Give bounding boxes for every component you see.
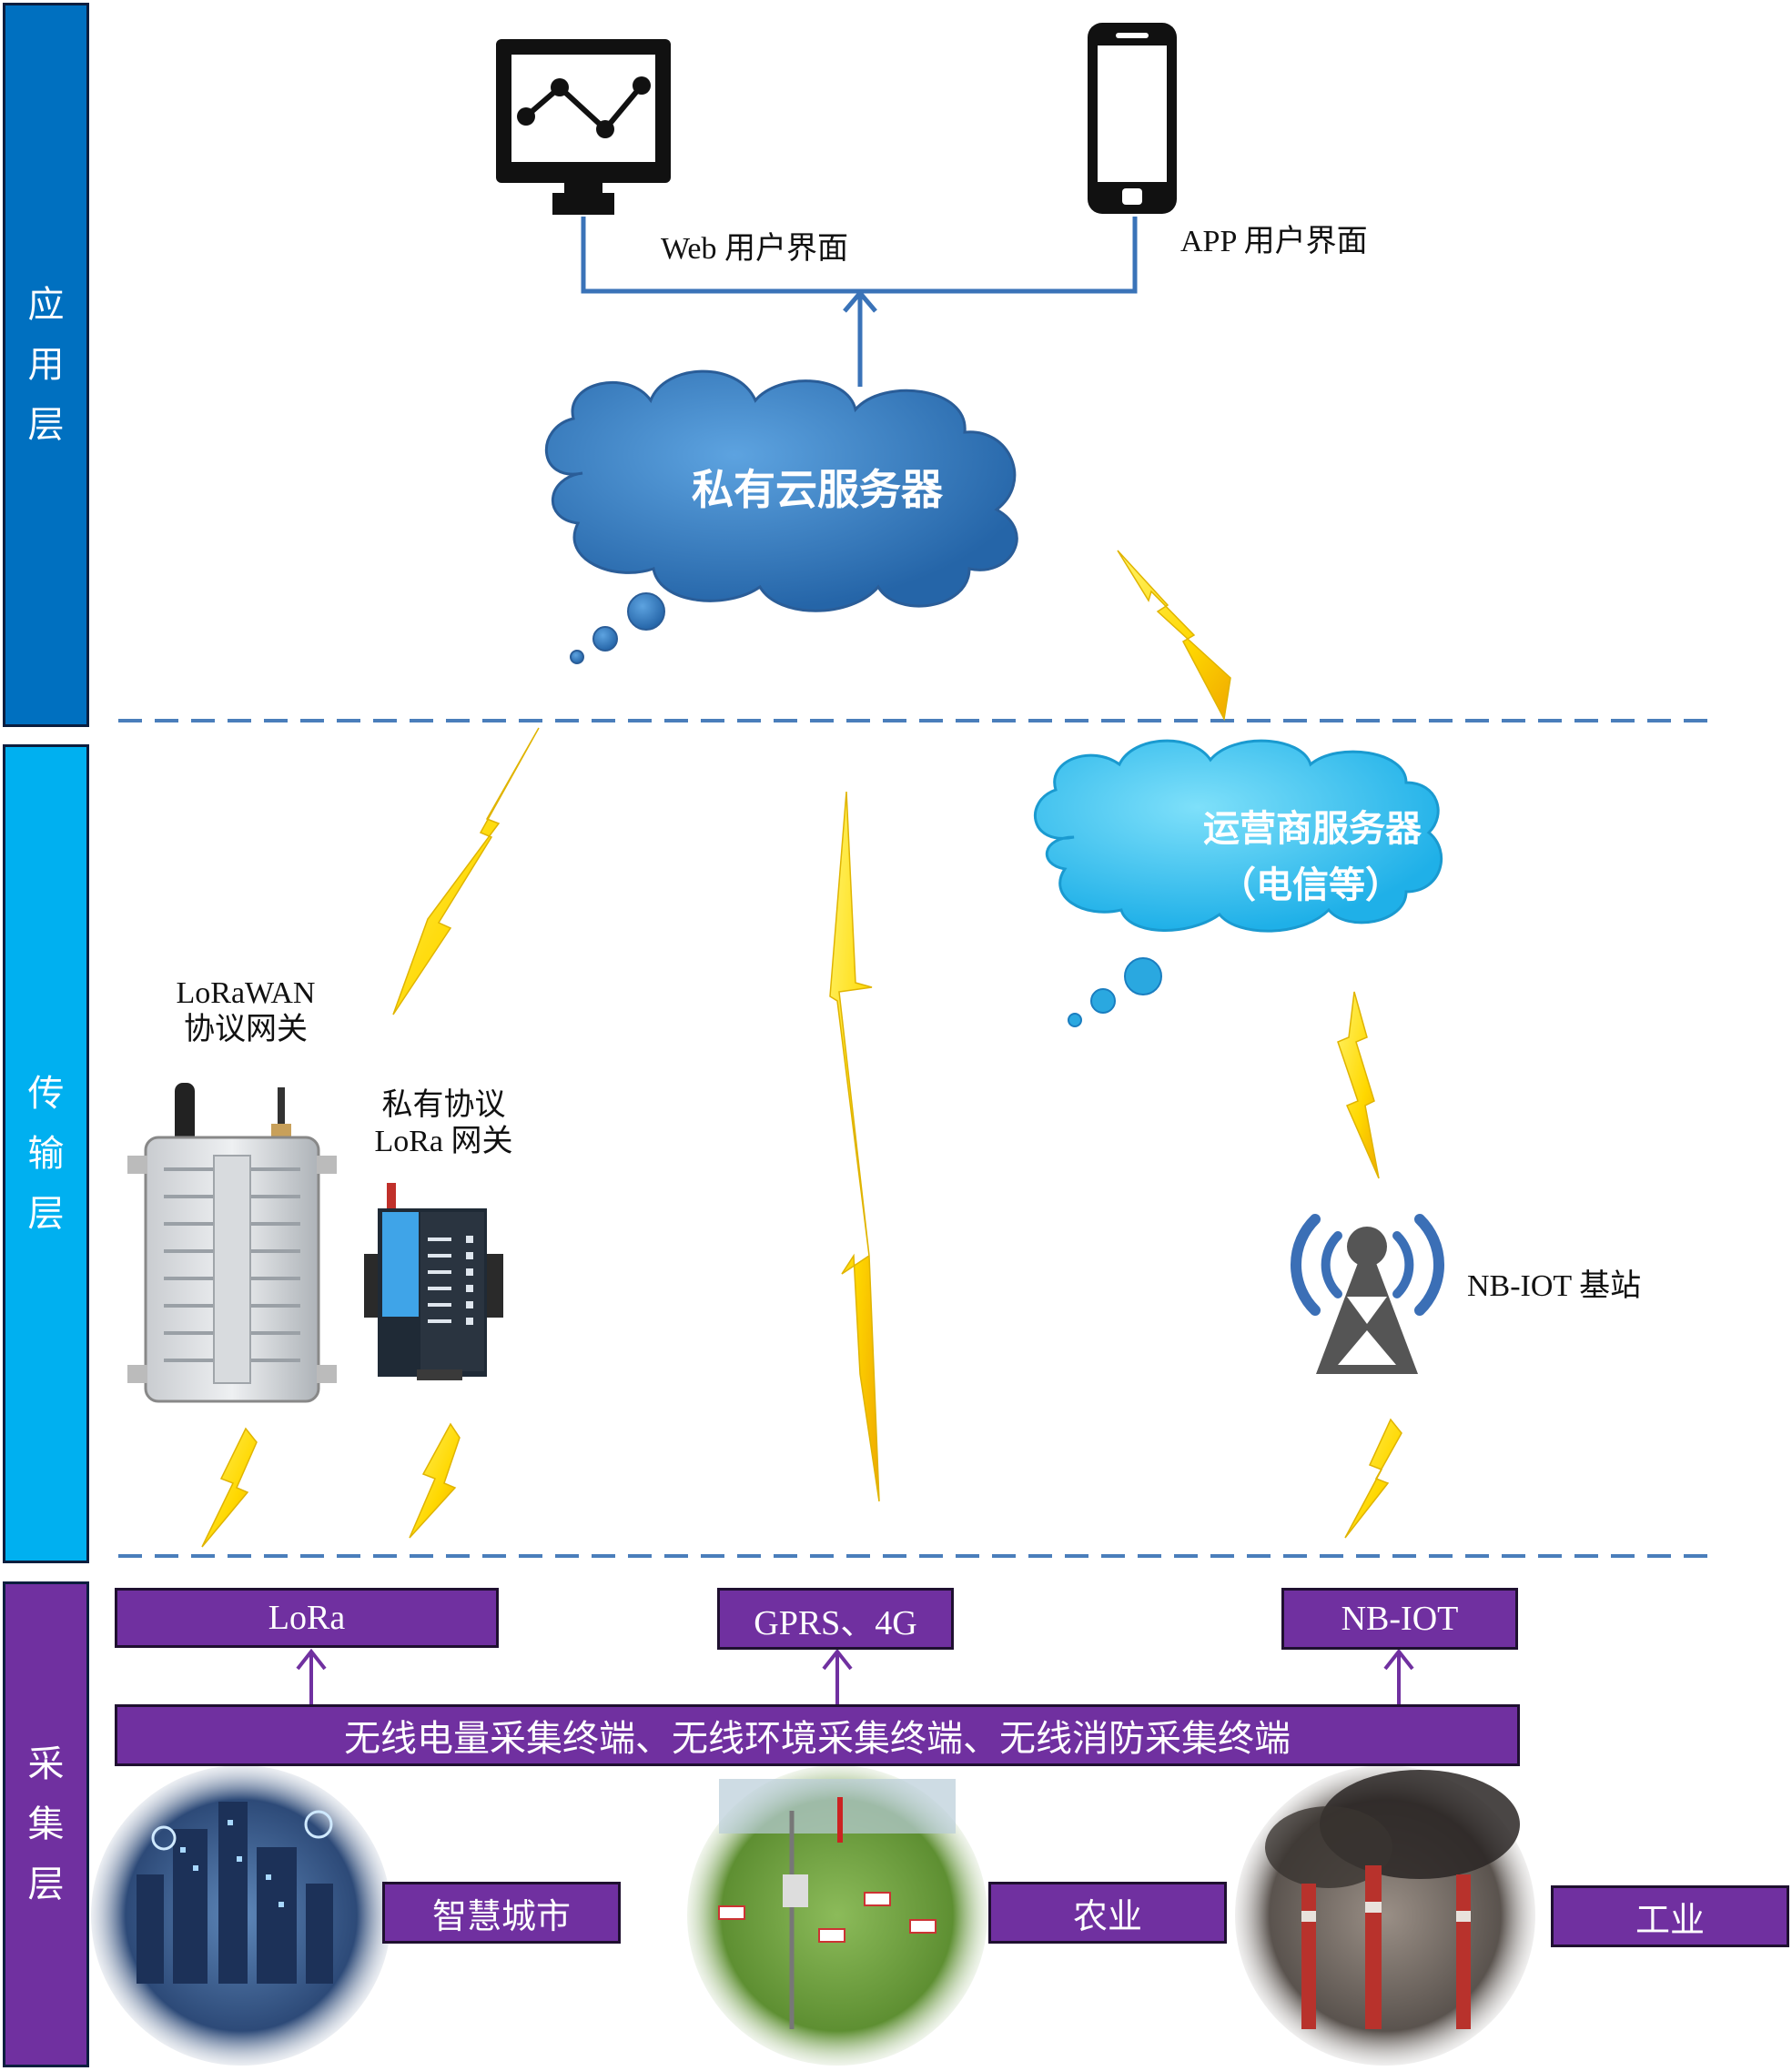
nbiot-station-label: NB-IOT 基站: [1467, 1269, 1642, 1303]
private-cloud: [544, 369, 1018, 664]
private-gateway-label-line1: 私有协议: [381, 1088, 506, 1122]
lorawan-gateway-label: LoRaWAN 协议网关: [155, 975, 337, 1048]
lightning-nbiot-lower: [1344, 1418, 1402, 1539]
private-cloud-label: 私有云服务器: [692, 465, 943, 514]
operator-cloud: [1033, 739, 1443, 1027]
lightning-nbiot-upper: [1337, 991, 1380, 1179]
application-layer-bar: 应用层: [3, 3, 89, 727]
lightning-gprs-long: [829, 791, 880, 1502]
private-gateway-label-line2: LoRa 网关: [374, 1125, 513, 1158]
protocol-box-lora: LoRa: [115, 1588, 499, 1648]
app-ui-label: APP 用户界面: [1180, 225, 1368, 258]
nbiot-tower-icon: [1290, 1214, 1445, 1374]
protocol-arrows: [296, 1648, 1414, 1706]
transport-layer-label: 传输层: [27, 1073, 65, 1235]
operator-cloud-label-line1: 运营商服务器: [1203, 808, 1422, 850]
agriculture-photo: [687, 1765, 987, 2066]
private-lora-gateway-device: [364, 1183, 503, 1380]
monitor-icon: [496, 39, 671, 215]
scene-box-industry: 工业: [1551, 1885, 1789, 1947]
lightning-private-lower: [409, 1422, 461, 1539]
protocol-box-nbiot: NB-IOT: [1281, 1588, 1518, 1650]
web-ui-label: Web 用户界面: [661, 232, 848, 266]
collection-layer-bar: 采集层: [3, 1581, 89, 2067]
smart-city-photo: [91, 1765, 391, 2066]
application-layer-label: 应用层: [27, 284, 65, 446]
scene-box-agriculture: 农业: [988, 1882, 1227, 1944]
industry-photo: [1235, 1765, 1535, 2066]
ui-connector: [581, 217, 1138, 387]
protocol-box-gprs-4g: GPRS、4G: [717, 1588, 954, 1650]
lightning-lorawan-lower: [201, 1427, 258, 1548]
lorawan-gateway-device: [127, 1083, 337, 1403]
operator-cloud-label-line2: （电信等）: [1220, 864, 1402, 906]
private-gateway-label: 私有协议 LoRa 网关: [355, 1087, 532, 1160]
transport-layer-bar: 传输层: [3, 744, 89, 1563]
lorawan-gateway-label-line2: 协议网关: [184, 1013, 308, 1046]
lightning-cloud-to-operator: [1117, 550, 1231, 722]
scene-box-smart-city: 智慧城市: [382, 1882, 621, 1944]
collection-layer-label: 采集层: [27, 1743, 65, 1905]
lightning-gateway-to-cloud: [392, 727, 540, 1015]
lorawan-gateway-label-line1: LoRaWAN: [176, 976, 316, 1010]
phone-icon: [1088, 23, 1177, 214]
terminals-bar: 无线电量采集终端、无线环境采集终端、无线消防采集终端: [115, 1704, 1520, 1766]
